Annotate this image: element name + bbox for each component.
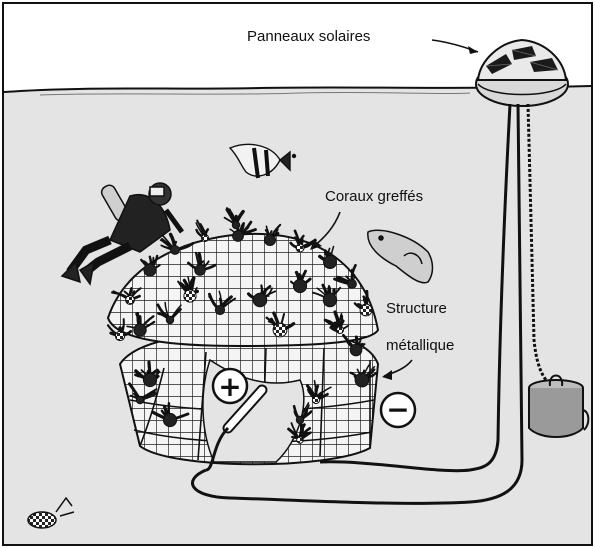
cathode-symbol: − bbox=[386, 393, 409, 426]
anchor-weight bbox=[529, 376, 588, 438]
solar-panels-label: Panneaux solaires bbox=[247, 28, 370, 45]
anode-symbol: + bbox=[218, 370, 241, 403]
structure-label-line2: métallique bbox=[386, 337, 454, 354]
anode: + bbox=[213, 369, 247, 403]
cathode: − bbox=[381, 393, 415, 427]
grafted-corals-label: Coraux greffés bbox=[325, 188, 423, 205]
structure-label-line1: Structure bbox=[386, 300, 447, 317]
